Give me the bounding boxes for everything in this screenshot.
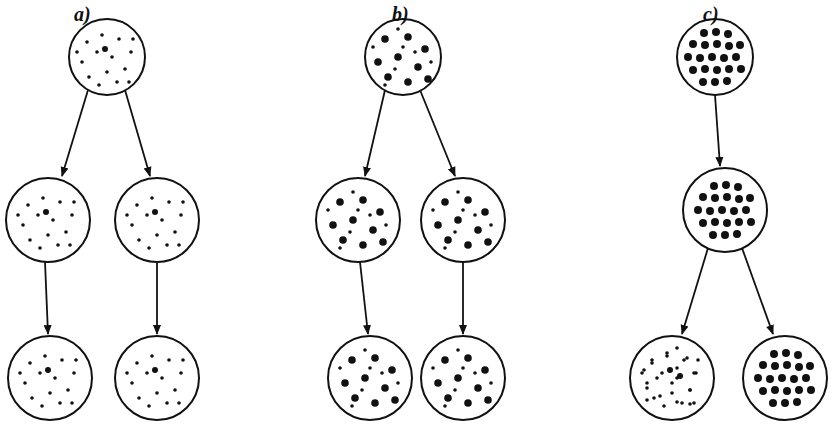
panel-label: c) [703,4,719,24]
panel-label: b) [392,4,409,24]
panel-label: a) [74,4,91,24]
